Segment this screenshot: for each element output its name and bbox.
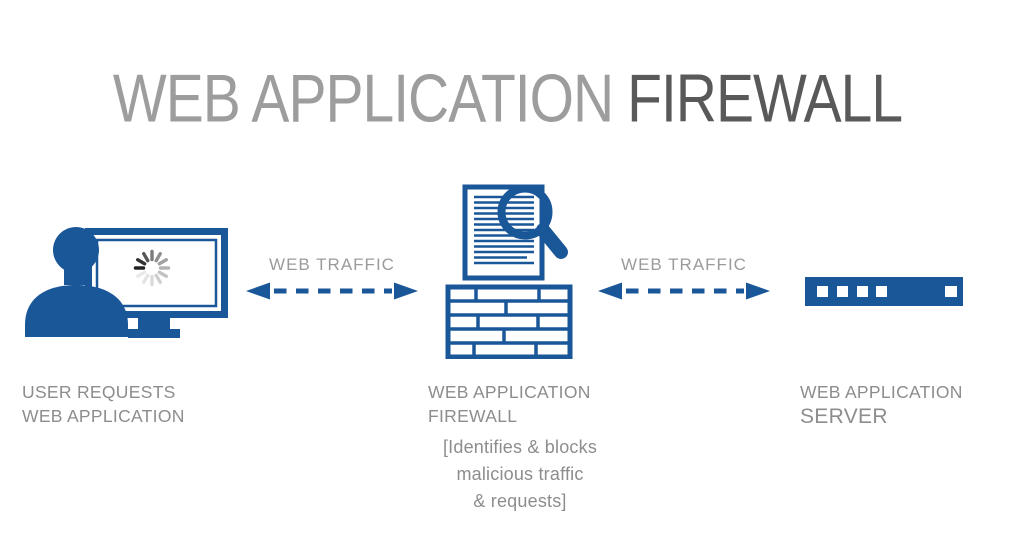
user-caption: USER REQUESTS WEB APPLICATION xyxy=(22,380,185,428)
waf-caption-line2: FIREWALL xyxy=(428,406,518,426)
waf-note-line3: & requests] xyxy=(473,491,567,511)
waf-caption-line1: WEB APPLICATION xyxy=(428,382,591,402)
web-traffic-right-label: WEB TRAFFIC xyxy=(621,255,747,274)
waf-caption: WEB APPLICATION FIREWALL [Identifies & b… xyxy=(428,380,612,515)
server-caption: WEB APPLICATION SERVER xyxy=(800,380,963,430)
person-icon xyxy=(25,227,128,337)
waf-note-line1: [Identifies & blocks xyxy=(442,437,598,457)
server-caption-line1: WEB APPLICATION xyxy=(800,382,963,402)
document-inspection-icon xyxy=(462,184,568,281)
server-caption-line2: SERVER xyxy=(800,405,888,428)
loading-spinner-icon xyxy=(133,249,171,287)
magnifier-icon xyxy=(497,184,568,259)
waf-caption-note: [Identifies & blocks malicious traffic &… xyxy=(428,434,612,515)
brick-wall-firewall-icon xyxy=(445,284,573,359)
web-traffic-left: WEB TRAFFIC xyxy=(246,255,418,308)
waf-note-line2: malicious traffic xyxy=(456,464,584,484)
user-caption-line2: WEB APPLICATION xyxy=(22,406,185,426)
dashed-double-arrow-icon xyxy=(246,282,418,300)
dashed-double-arrow-icon xyxy=(598,282,770,300)
user-caption-line1: USER REQUESTS xyxy=(22,382,176,402)
user-at-monitor-icon xyxy=(25,227,228,338)
web-traffic-left-label: WEB TRAFFIC xyxy=(269,255,395,274)
title-bold-part: FIREWALL xyxy=(627,61,903,137)
title-light-part: WEB APPLICATION xyxy=(112,61,614,137)
server-rack-icon xyxy=(805,277,963,306)
web-traffic-right: WEB TRAFFIC xyxy=(598,255,770,308)
waf-icon xyxy=(445,184,573,359)
